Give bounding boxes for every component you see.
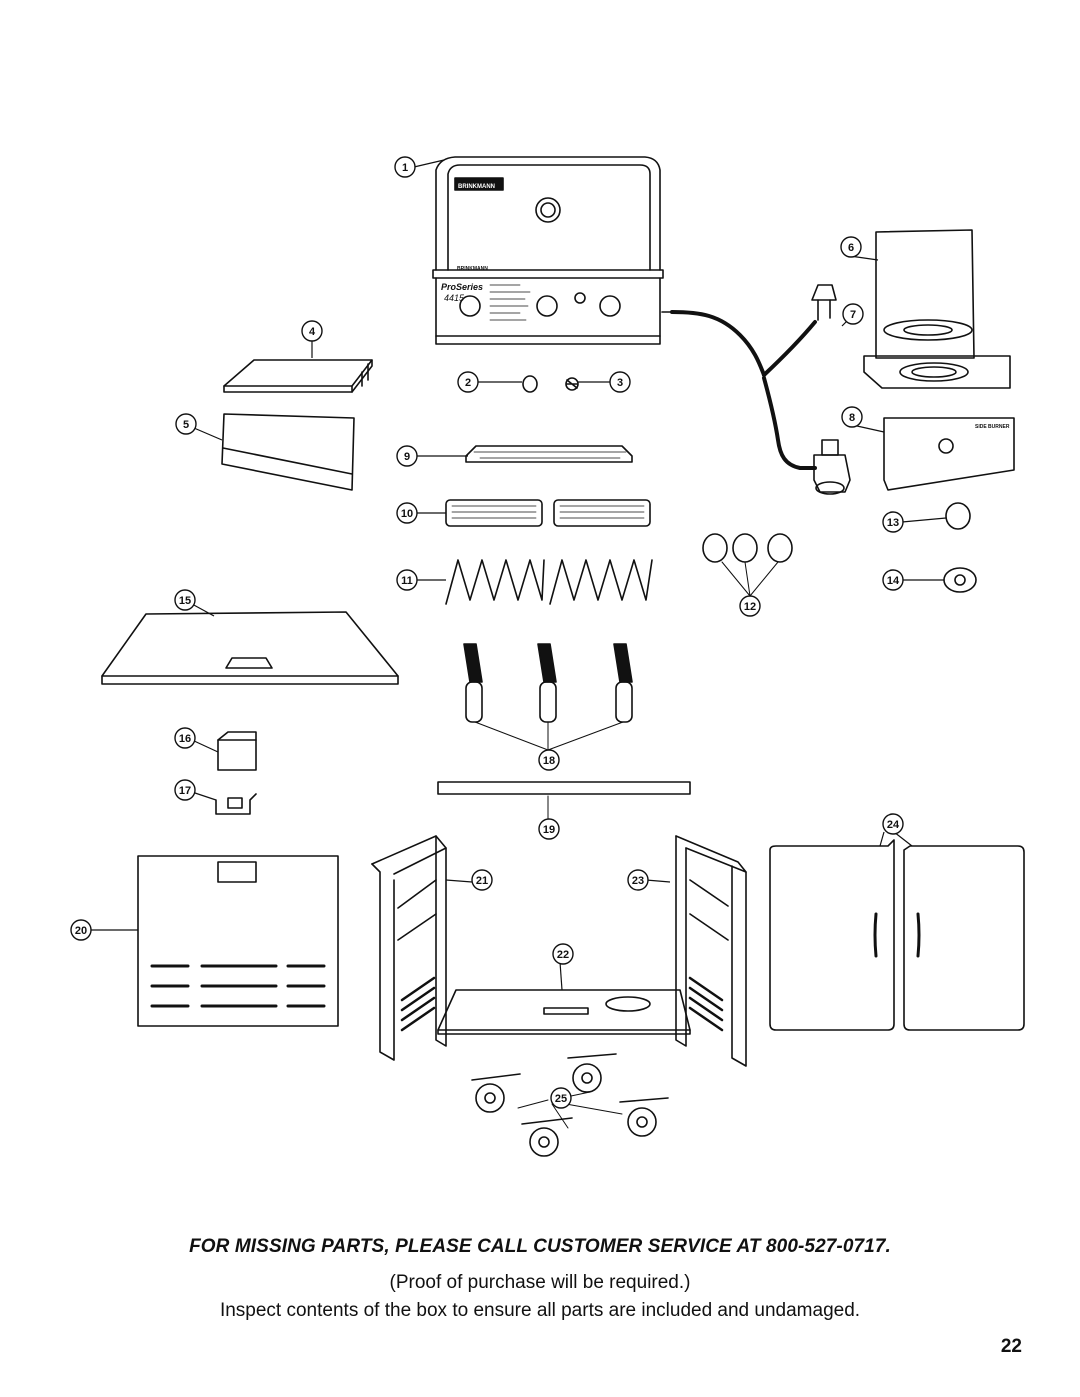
lid-brand-label: BRINKMANN <box>458 184 495 190</box>
callout-12: 12 <box>744 601 756 613</box>
callout-15: 15 <box>179 595 191 607</box>
callout-24: 24 <box>887 819 900 831</box>
callout-1: 1 <box>402 162 408 174</box>
callout-23: 23 <box>632 875 644 887</box>
callout-9: 9 <box>404 451 410 463</box>
casters <box>471 1053 669 1157</box>
callout-7: 7 <box>850 309 856 321</box>
callout-6: 6 <box>848 242 854 254</box>
callout-8: 8 <box>849 412 855 424</box>
missing-parts-notice: FOR MISSING PARTS, PLEASE CALL CUSTOMER … <box>189 1236 891 1257</box>
callout-22: 22 <box>557 949 569 961</box>
side-burner-label: SIDE BURNER <box>975 424 1010 430</box>
proof-of-purchase-note: (Proof of purchase will be required.) <box>389 1272 691 1293</box>
callout-13: 13 <box>887 517 899 529</box>
proseries-label: ProSeries <box>441 282 483 292</box>
grill-head: ProSeries 4415 BRINKMANN <box>432 156 664 345</box>
callout-4: 4 <box>309 326 316 338</box>
model-number-label: 4415 <box>444 293 465 303</box>
burner-tubes <box>463 643 633 751</box>
callout-14: 14 <box>887 575 900 587</box>
callout-5: 5 <box>183 419 189 431</box>
callout-16: 16 <box>179 733 191 745</box>
inspect-contents-note: Inspect contents of the box to ensure al… <box>219 1300 861 1321</box>
callout-18: 18 <box>543 755 555 767</box>
callout-labels: 1 2 3 4 5 6 7 8 9 10 11 12 13 14 15 16 1… <box>75 162 900 1105</box>
callout-10: 10 <box>401 508 413 520</box>
panel-brand-label: BRINKMANN <box>457 266 488 272</box>
gas-hose <box>661 284 851 495</box>
callout-21: 21 <box>476 875 488 887</box>
callout-20: 20 <box>75 925 87 937</box>
callout-19: 19 <box>543 824 555 836</box>
callout-2: 2 <box>465 377 471 389</box>
parts-diagram: ProSeries 4415 BRINKMANN SIDE BURNER <box>70 156 1025 1157</box>
callouts <box>70 156 904 1109</box>
callout-25: 25 <box>555 1093 567 1105</box>
callout-11: 11 <box>401 575 413 587</box>
callout-3: 3 <box>617 377 623 389</box>
callout-17: 17 <box>179 785 191 797</box>
page-number: 22 <box>1000 1336 1022 1357</box>
